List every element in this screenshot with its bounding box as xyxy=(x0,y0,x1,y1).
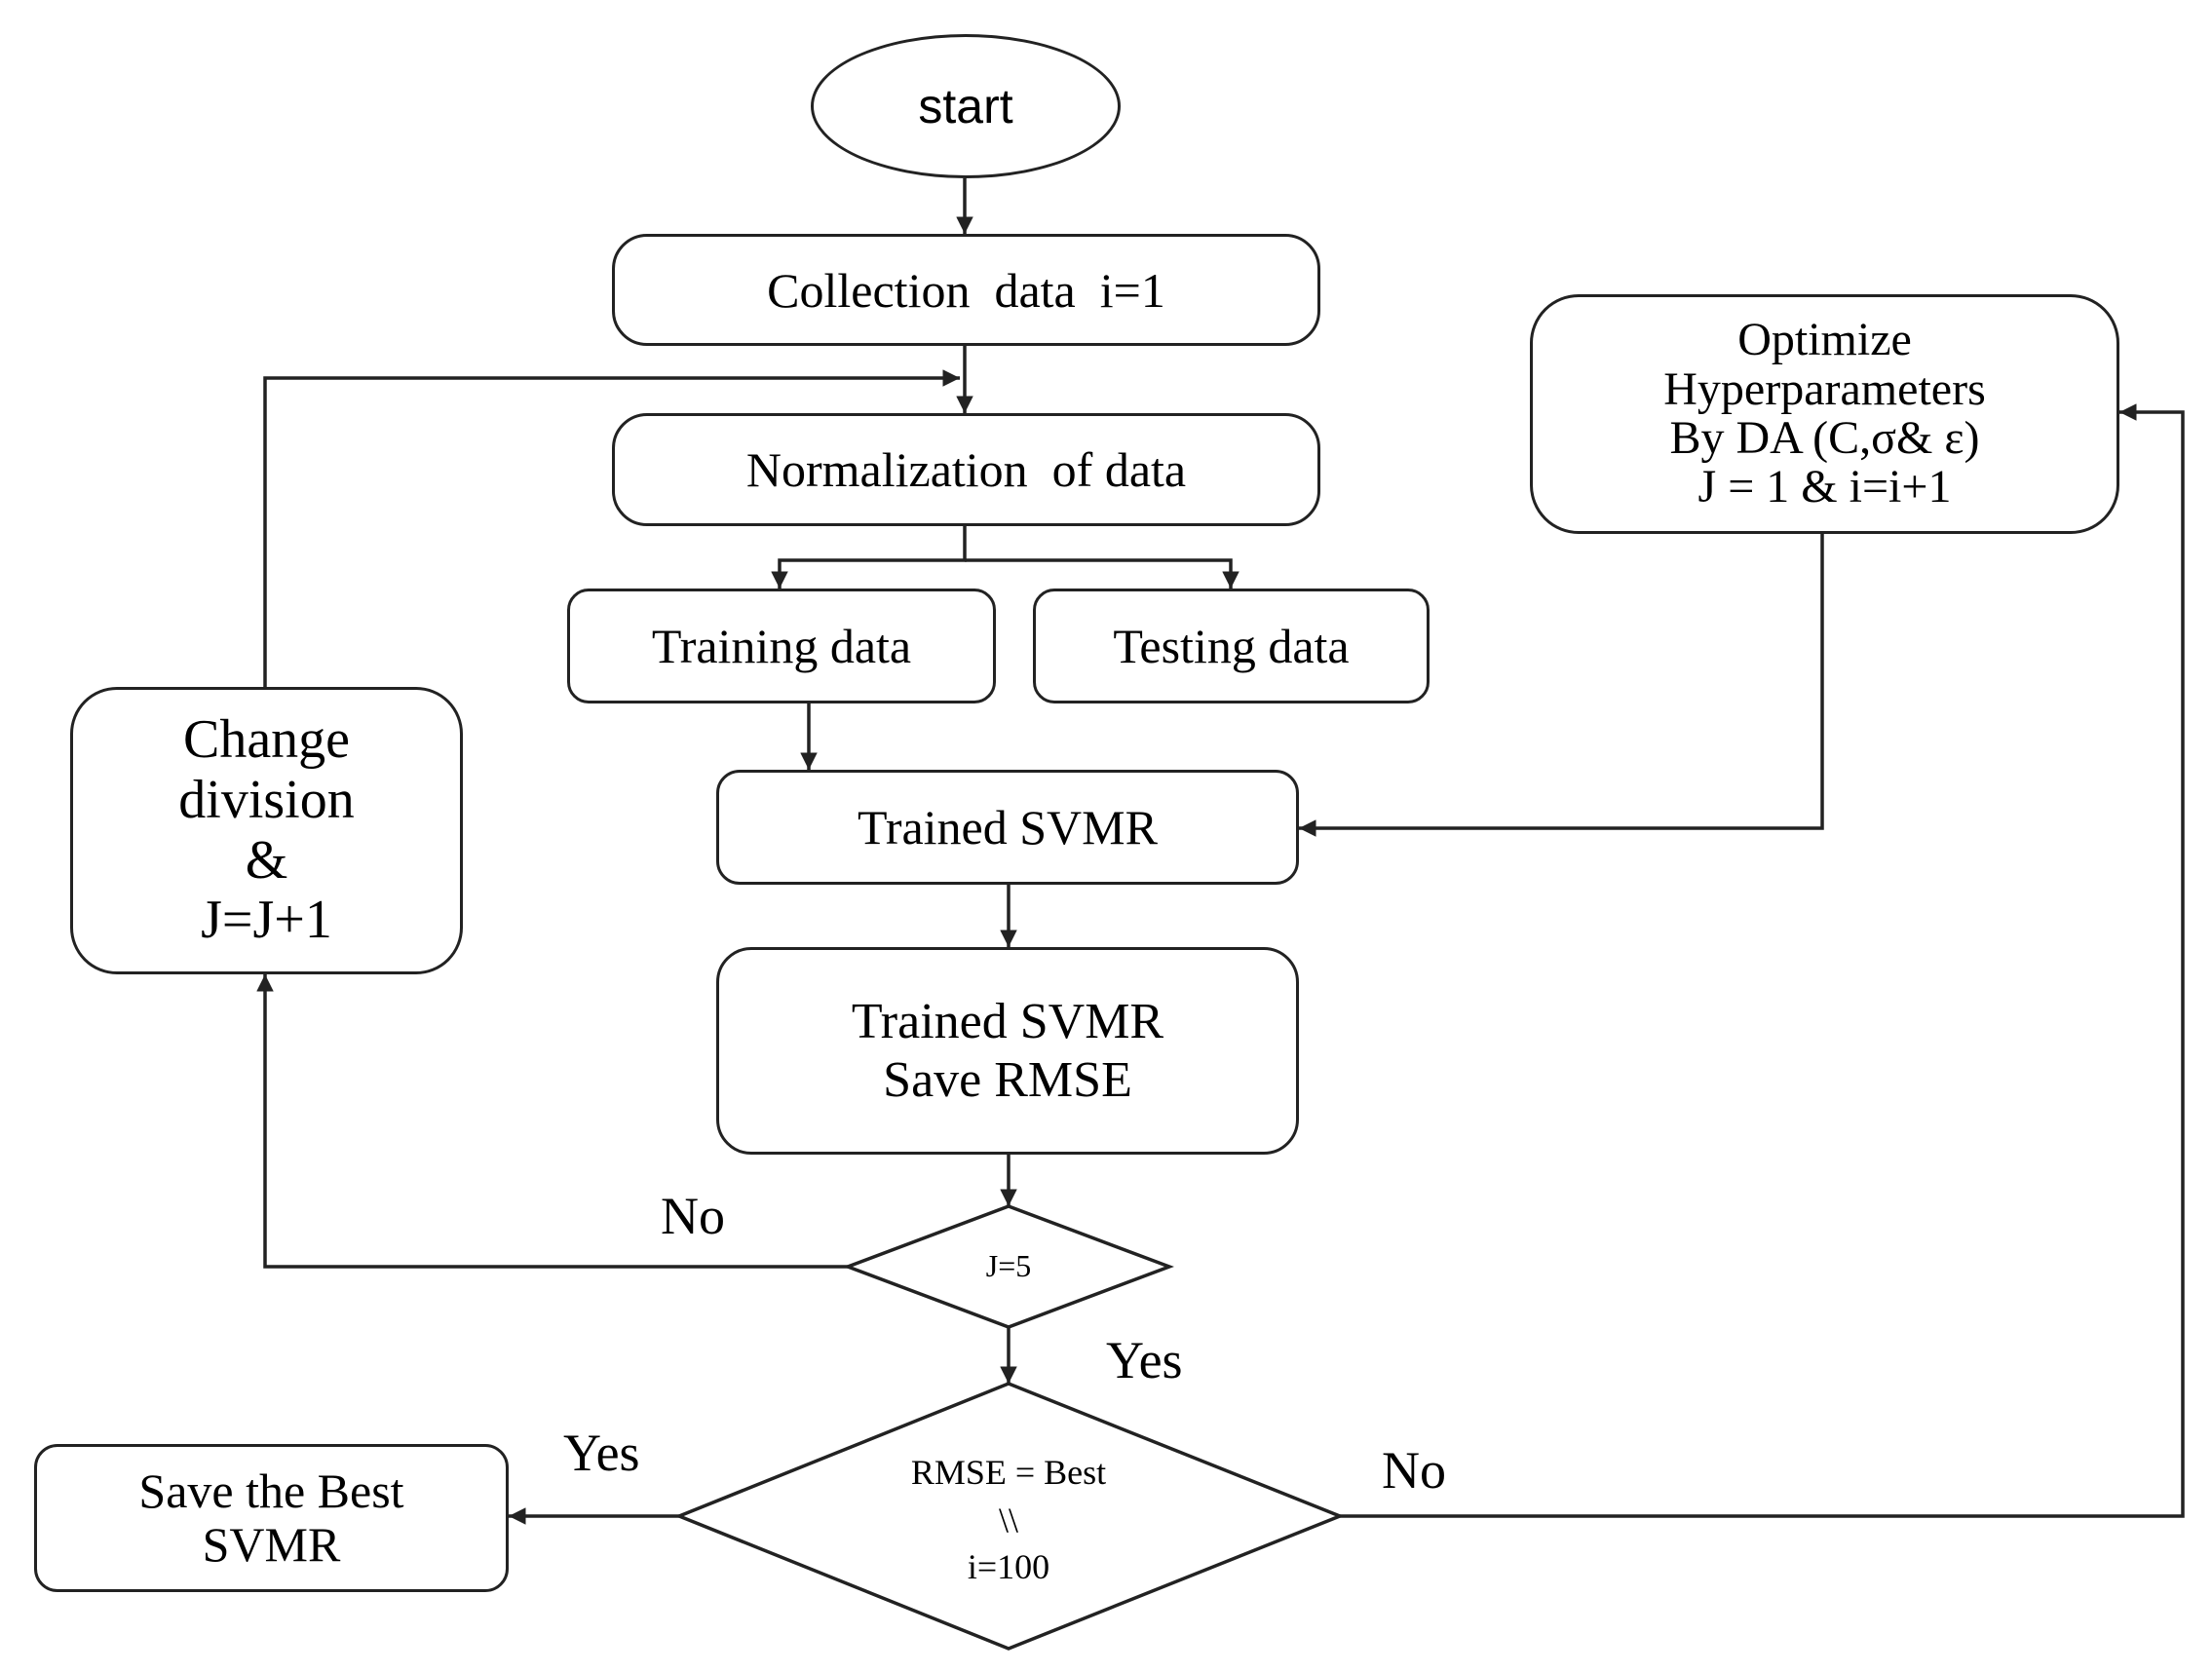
arrow-split-to-testing xyxy=(965,558,1239,589)
training-data-label: Training data xyxy=(651,619,912,673)
trained-save-line-2: Save RMSE xyxy=(883,1051,1132,1108)
arrow-change-loop-back xyxy=(263,369,960,687)
change-line-1: Change xyxy=(182,709,351,771)
normalization-box: Normalization of data xyxy=(612,413,1320,526)
start-terminal: start xyxy=(811,34,1121,178)
optimize-line-4: J = 1 & i=i+1 xyxy=(1697,461,1952,513)
trained-svmr-box: Trained SVMR xyxy=(716,770,1299,885)
change-division-box: Change division & J=J+1 xyxy=(70,687,463,974)
trained-save-rmse-box: Trained SVMR Save RMSE xyxy=(716,947,1299,1155)
save-best-svmr-box: Save the Best SVMR xyxy=(34,1444,509,1592)
change-line-3: & xyxy=(245,829,288,891)
testing-data-box: Testing data xyxy=(1033,589,1430,703)
save-best-line-2: SVMR xyxy=(202,1517,341,1572)
change-line-2: division xyxy=(178,769,355,830)
edge-label-no-j: No xyxy=(661,1187,725,1245)
arrow-split-to-training xyxy=(771,526,967,589)
testing-data-label: Testing data xyxy=(1113,619,1350,673)
decision-j-label: J=5 xyxy=(896,1237,1121,1296)
optimize-hyperparameters-box: Optimize Hyperparameters By DA (C,σ& ε) … xyxy=(1530,294,2119,534)
training-data-box: Training data xyxy=(567,589,996,703)
arrow-optimize-to-trained xyxy=(1299,534,1824,837)
arrow-decision-no-to-change xyxy=(256,974,848,1269)
decision-j-diamond xyxy=(843,1204,1174,1329)
trained-svmr-label: Trained SVMR xyxy=(858,800,1158,855)
change-line-4: J=J+1 xyxy=(201,890,332,951)
arrow-rmse-no-to-optimize xyxy=(1340,403,2185,1518)
optimize-line-2: Hyperparameters xyxy=(1663,362,1986,415)
normalization-label: Normalization of data xyxy=(745,442,1187,497)
edge-label-yes-rmse: Yes xyxy=(563,1424,640,1482)
decision-rmse-line-3: i=100 xyxy=(967,1547,1050,1587)
trained-save-line-1: Trained SVMR xyxy=(851,993,1164,1049)
optimize-line-1: Optimize xyxy=(1737,314,1912,366)
collection-data-label: Collection data i=1 xyxy=(767,262,1165,318)
save-best-line-1: Save the Best xyxy=(138,1463,404,1518)
optimize-line-3: By DA (C,σ& ε) xyxy=(1669,412,1980,464)
decision-rmse-line-1: RMSE = Best xyxy=(910,1453,1107,1493)
decision-rmse-line-2: \\ xyxy=(998,1500,1018,1539)
start-label: start xyxy=(918,79,1013,133)
decision-rmse-diamond xyxy=(674,1382,1345,1651)
decision-j-text: J=5 xyxy=(985,1248,1032,1284)
edge-label-no-rmse: No xyxy=(1382,1441,1446,1500)
collection-data-box: Collection data i=1 xyxy=(612,234,1320,346)
edge-label-yes-j: Yes xyxy=(1106,1331,1183,1389)
decision-rmse-label: RMSE = Best \\ i=100 xyxy=(819,1447,1199,1593)
